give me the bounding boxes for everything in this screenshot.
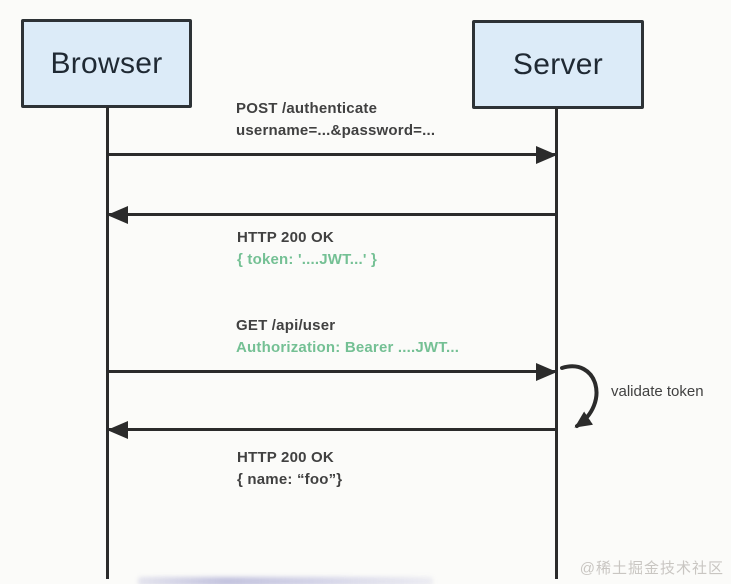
message-1-line-2: username=...&password=... bbox=[236, 122, 436, 139]
message-3-label: GET /api/user Authorization: Bearer ....… bbox=[236, 315, 459, 359]
actor-server-label: Server bbox=[512, 47, 604, 81]
message-1-label: POST /authenticate username=...&password… bbox=[236, 98, 435, 142]
actor-box-server: Server bbox=[472, 20, 644, 109]
message-1-arrow-right bbox=[108, 153, 555, 156]
validate-token-label: validate token bbox=[611, 383, 704, 400]
message-2-arrow-left bbox=[109, 213, 555, 216]
message-4-arrow-left bbox=[109, 428, 555, 431]
message-3-arrow-right bbox=[108, 370, 555, 373]
watermark-text: @稀土掘金技术社区 bbox=[579, 560, 724, 577]
message-4-label: HTTP 200 OK { name: “foo”} bbox=[237, 447, 342, 491]
message-3-line-2: Authorization: Bearer ....JWT... bbox=[236, 339, 460, 356]
message-2-line-1: HTTP 200 OK bbox=[237, 229, 334, 246]
message-4-line-1: HTTP 200 OK bbox=[237, 449, 334, 466]
browser-lifeline bbox=[106, 107, 109, 579]
message-2-label: HTTP 200 OK { token: '....JWT...' } bbox=[237, 227, 377, 271]
validate-token-loop-arrow bbox=[560, 364, 599, 428]
server-lifeline bbox=[555, 108, 558, 579]
message-3-line-1: GET /api/user bbox=[236, 317, 336, 334]
actor-browser-label: Browser bbox=[50, 46, 163, 80]
blurred-subtitle-artifact bbox=[138, 577, 433, 584]
message-4-line-2: { name: “foo”} bbox=[237, 471, 343, 488]
actor-box-browser: Browser bbox=[21, 19, 192, 108]
message-2-line-2: { token: '....JWT...' } bbox=[237, 251, 378, 268]
message-1-line-1: POST /authenticate bbox=[236, 100, 378, 117]
